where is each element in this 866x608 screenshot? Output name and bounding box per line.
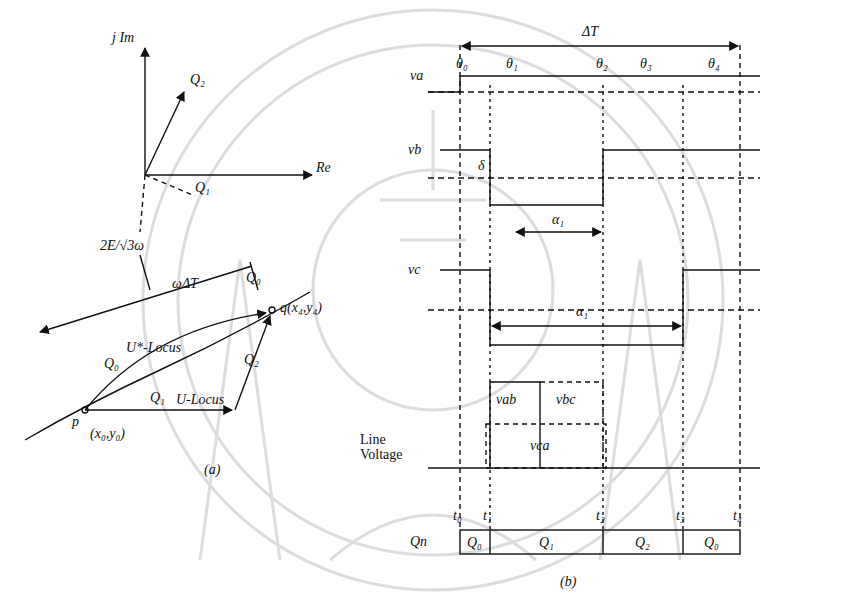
signal-label: t₃ xyxy=(676,508,685,523)
signal-label: Q₁ xyxy=(539,535,554,550)
signal-label: θ₄ xyxy=(708,56,720,71)
axis-title: Line Voltage xyxy=(360,432,424,463)
signal-label: ωΔT xyxy=(172,276,198,291)
signal-label: 2E/√3ω xyxy=(100,238,144,253)
subfigure-label: (a) xyxy=(204,462,220,477)
signal-label: U*-Locus xyxy=(126,340,181,355)
signal-label: p xyxy=(72,414,79,429)
signal-label: U-Locus xyxy=(176,392,224,407)
axis-label: j Im xyxy=(112,30,134,45)
signal-label: Q₂ xyxy=(635,535,650,550)
signal-label: ΔT xyxy=(582,24,598,39)
signal-label: vc xyxy=(408,262,420,277)
signal-label: θ₃ xyxy=(640,56,652,71)
subfigure-label: (b) xyxy=(560,574,576,589)
axis-label: Re xyxy=(316,160,331,175)
signal-label: Q₀ xyxy=(246,270,261,285)
signal-label: vbc xyxy=(556,392,575,407)
signal-label: Q₀ xyxy=(467,535,482,550)
signal-label: t₄ xyxy=(733,508,742,523)
signal-label: va xyxy=(410,68,423,83)
signal-label: θ₀ xyxy=(456,56,468,71)
signal-label: α₁ xyxy=(552,212,564,227)
signal-label: δ xyxy=(478,158,485,173)
signal-label: Qn xyxy=(410,534,427,549)
signal-label: Q₀ xyxy=(104,356,119,371)
signal-label: t₁ xyxy=(483,508,492,523)
signal-label: q(x₄,y₄) xyxy=(280,300,322,315)
signal-label: vab xyxy=(496,392,516,407)
signal-label: vca xyxy=(530,438,549,453)
signal-label: Q₁ xyxy=(150,390,165,405)
signal-label: Q₁ xyxy=(195,180,210,195)
signal-label: vb xyxy=(408,142,421,157)
signal-label: Q₀ xyxy=(704,535,719,550)
signal-label: t₂ xyxy=(596,508,605,523)
signal-label: (x₀,y₀) xyxy=(90,426,125,441)
signal-label: Q₂ xyxy=(244,352,259,367)
signal-label: α₁ xyxy=(576,304,588,319)
signal-label: θ₂ xyxy=(596,56,608,71)
signal-label: t₀ xyxy=(453,508,462,523)
signal-label: θ₁ xyxy=(506,56,518,71)
signal-label: Q₂ xyxy=(190,72,205,87)
